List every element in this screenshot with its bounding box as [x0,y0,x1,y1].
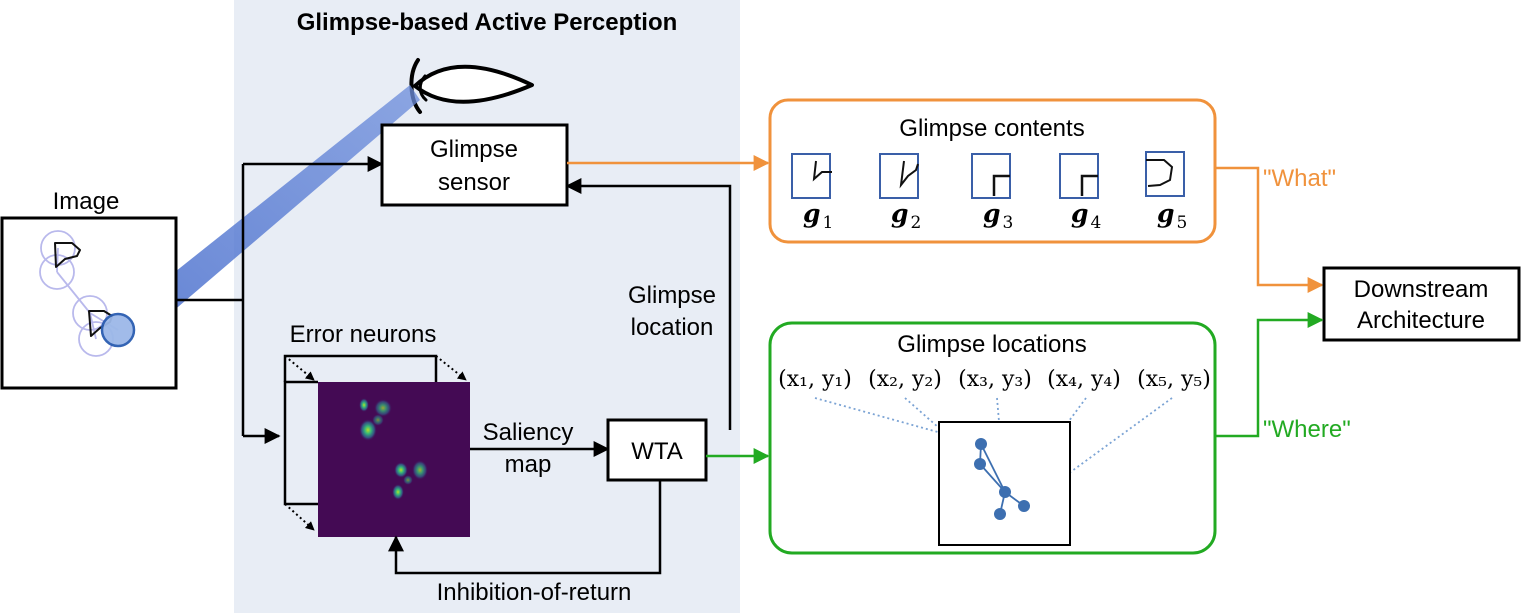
glimpse-thumb-2 [879,153,919,199]
location-point-5 [1018,500,1030,512]
downstream-box [1322,266,1521,342]
glimpse-sensor-label-1: Glimpse [430,136,518,163]
saliency-map [318,382,470,537]
glimpse-sensor-label-2: sensor [438,169,510,196]
location-point-3 [999,486,1011,498]
glimpse-contents-title: Glimpse contents [899,115,1084,142]
current-glimpse-circle [100,312,136,348]
wta-box [606,418,708,482]
coord-4: (x₄, y₄) [1047,367,1121,392]
saliency-label-1: Saliency [483,419,574,446]
downstream-label-1: Downstream [1354,276,1489,303]
where-label: "Where" [1263,416,1351,443]
coord-2: (x₂, y₂) [868,367,942,392]
glimpse-thumb-5 [1145,151,1185,197]
wta-label: WTA [631,438,683,465]
glimpse-location-arrow [565,178,732,430]
downstream-label-2: Architecture [1357,307,1485,334]
location-coords: (x₁, y₁) (x₂, y₂) (x₃, y₃) (x₄, y₄) (x₅,… [778,367,1211,392]
glimpse-beam [112,85,420,348]
error-neuron-dotted-links [284,355,467,531]
image-connectors [176,156,384,444]
location-point-4 [994,508,1006,520]
glimpse-location-label-1: Glimpse [628,282,716,309]
coord-3: (x₃, y₃) [958,367,1032,392]
glimpse-sensor-box [380,123,569,207]
error-neurons-label: Error neurons [290,321,437,348]
location-point-1 [975,438,987,450]
glimpse-thumb-3 [971,153,1011,199]
glimpse-locations-title: Glimpse locations [897,331,1086,358]
where-arrow [1215,312,1324,438]
glimpse-thumb-1 [791,153,832,199]
coord-5: (x₅, y₅) [1137,367,1211,392]
location-plot-frame [938,421,1071,546]
panel-title: Glimpse-based Active Perception [297,9,678,36]
glimpse-location-label-2: location [631,314,714,341]
coord-1: (x₁, y₁) [778,367,852,392]
image-label: Image [53,188,120,215]
image-box [0,216,178,390]
error-neuron-layers [283,354,438,506]
eye-icon [409,58,534,114]
inhibition-label: Inhibition-of-return [437,579,632,606]
what-label: "What" [1263,165,1336,192]
what-arrow [1215,166,1324,293]
inhibition-arrow [388,480,662,575]
glimpse-thumb-4 [1059,153,1099,199]
location-point-2 [974,458,986,470]
glimpse-thumbnails [791,151,1185,199]
saliency-label-2: map [505,451,552,478]
location-points [974,438,1030,520]
